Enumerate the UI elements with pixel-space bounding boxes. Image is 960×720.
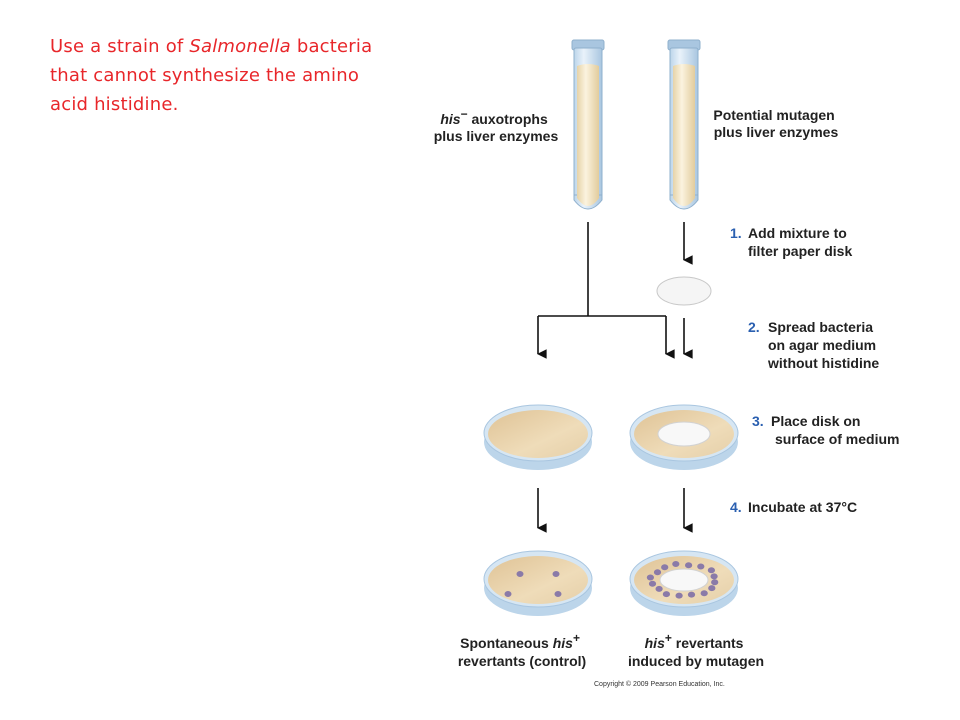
revertant-colony <box>646 574 655 581</box>
copyright-notice: Copyright © 2009 Pearson Education, Inc. <box>594 680 725 688</box>
revertant-colony <box>648 580 657 587</box>
plate-test-result <box>629 550 739 616</box>
revertant-colony <box>710 573 718 580</box>
revertant-colony <box>661 564 669 571</box>
revertant-colony <box>653 569 662 576</box>
revertant-colony <box>675 592 683 599</box>
induced-colonies <box>646 561 719 599</box>
control-result-label: Spontaneous his+ revertants (control) <box>458 629 586 669</box>
left-tube-label: his− auxotrophs plus liver enzymes <box>434 107 559 144</box>
right-tube-label: Potential mutagen plus liver enzymes <box>713 107 838 140</box>
revertant-colony <box>672 561 680 567</box>
step-1-label: 1.Add mixture to filter paper disk <box>730 225 852 259</box>
revertant-colony <box>685 562 693 569</box>
intro-italic-salmonella: Salmonella <box>189 36 291 57</box>
induced-result-label: his+ revertants induced by mutagen <box>628 631 764 669</box>
revertant-colony <box>711 579 719 586</box>
step-3-label: 3.Place disk on surface of medium <box>752 413 899 447</box>
revertant-colony <box>662 591 671 598</box>
intro-text: Use a strain of Salmonella bacteria that… <box>50 36 373 115</box>
revertant-colony <box>655 585 663 592</box>
revertant-colony <box>697 563 705 570</box>
revertant-colony <box>708 585 716 592</box>
plate-control-before <box>483 404 593 470</box>
tube-potential-mutagen <box>667 39 701 210</box>
spontaneous-colonies <box>504 571 562 597</box>
filter-paper-disk <box>656 276 712 306</box>
step-2-label: 2.Spread bacteria on agar medium without… <box>748 319 880 371</box>
tube-his-auxotrophs <box>571 39 605 210</box>
step-4-label: 4.Incubate at 37°C <box>730 499 857 515</box>
plate-test-with-disk <box>629 404 739 470</box>
revertant-colony <box>687 591 696 598</box>
revertant-colony <box>700 590 708 597</box>
revertant-colony <box>707 567 716 574</box>
flow-lines <box>537 222 693 533</box>
plate-control-result <box>483 550 593 616</box>
